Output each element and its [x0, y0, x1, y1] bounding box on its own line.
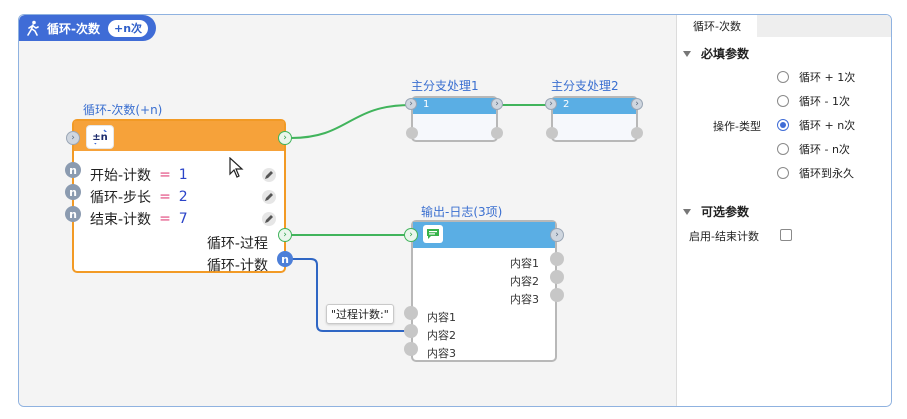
radio-plus-n[interactable]	[777, 119, 789, 131]
param-start-eq: =	[159, 167, 171, 183]
radio-forever-label: 循环到永久	[799, 167, 854, 180]
enable-end-count-label: 启用-结束计数	[689, 230, 759, 243]
branch2-bottom-right-port[interactable]	[631, 127, 643, 139]
log-node[interactable]: 内容1 内容2 内容3 内容1 内容2 内容3	[411, 220, 557, 362]
radio-option-plus-n[interactable]: 循环 + n次	[777, 117, 855, 133]
radio-option-minus-n[interactable]: 循环 - n次	[777, 141, 850, 157]
edit-end-pencil-icon[interactable]	[262, 212, 276, 226]
loop-count-out-port[interactable]: n	[277, 251, 293, 267]
param-end-value[interactable]: 7	[178, 211, 188, 227]
branch1-header: 1	[413, 98, 496, 114]
flow-canvas[interactable]: 循环-次数 +n次 循环-次数(+n) ±n 开始-计数 = 1 循环-步长 =	[19, 15, 676, 406]
editor-frame: 循环-次数 +n次 循环-次数(+n) ±n 开始-计数 = 1 循环-步长 =	[18, 14, 892, 407]
loop-exec-out-port[interactable]: ›	[278, 131, 292, 145]
radio-minus-1[interactable]	[777, 95, 789, 107]
log-right-label-3: 内容3	[510, 293, 539, 306]
log-left-port-3[interactable]	[404, 342, 418, 356]
flow-tab-badge[interactable]: +n次	[107, 19, 149, 37]
branch2-index: 2	[563, 99, 570, 110]
log-right-port-3[interactable]	[550, 288, 564, 302]
radio-minus-1-label: 循环 - 1次	[799, 95, 850, 108]
log-left-port-2[interactable]	[404, 324, 418, 338]
optional-section-title: 可选参数	[701, 205, 750, 219]
param-start-count: 开始-计数 = 1	[90, 165, 188, 185]
loop-count-icon: ±n	[86, 125, 114, 149]
radio-option-forever[interactable]: 循环到永久	[777, 165, 854, 181]
branch2-bottom-left-port[interactable]	[546, 127, 558, 139]
param-start-port[interactable]: n	[65, 162, 81, 178]
required-section-title: 必填参数	[701, 47, 750, 61]
log-exec-in-port[interactable]: ›	[404, 228, 418, 242]
edit-step-pencil-icon[interactable]	[262, 190, 276, 204]
radio-minus-n[interactable]	[777, 143, 789, 155]
log-left-label-2: 内容2	[427, 329, 456, 342]
output-process-label: 循环-过程	[206, 236, 268, 252]
log-node-header	[413, 222, 555, 248]
param-step-port[interactable]: n	[65, 184, 81, 200]
branch1-title: 主分支处理1	[411, 79, 479, 93]
properties-panel: 循环-次数 必填参数 循环 + 1次 循环 - 1次 操作-类型 循环 + n次…	[676, 15, 891, 406]
branch2-title: 主分支处理2	[551, 79, 619, 93]
param-start-value[interactable]: 1	[178, 167, 188, 183]
branch1-out-port[interactable]: ›	[491, 98, 503, 110]
loop-process-out-port[interactable]: ›	[278, 228, 292, 242]
param-end-eq: =	[159, 211, 171, 227]
required-section-header[interactable]: 必填参数	[683, 45, 749, 62]
flow-tab-title: 循环-次数	[47, 21, 100, 36]
param-end-count: 结束-计数 = 7	[90, 209, 188, 229]
connection-wires	[290, 104, 551, 332]
radio-forever[interactable]	[777, 167, 789, 179]
log-left-label-3: 内容3	[427, 347, 456, 360]
walker-icon	[27, 20, 39, 36]
panel-tab-loop-count[interactable]: 循环-次数	[677, 15, 757, 39]
log-left-port-1[interactable]	[404, 306, 418, 320]
mouse-cursor-icon	[229, 157, 244, 178]
enable-end-count-checkbox[interactable]	[780, 229, 792, 241]
message-icon	[423, 225, 443, 243]
wire-loop-to-branch1	[290, 104, 412, 139]
collapse-triangle-icon	[683, 50, 691, 57]
loop-exec-in-port[interactable]: ›	[66, 131, 80, 145]
param-end-port[interactable]: n	[65, 206, 81, 222]
log-right-label-1: 内容1	[510, 257, 539, 270]
log-right-port-2[interactable]	[550, 270, 564, 284]
flow-tab[interactable]: 循环-次数 +n次	[19, 15, 157, 41]
branch2-out-port[interactable]: ›	[631, 98, 643, 110]
branch1-in-port[interactable]: ›	[405, 98, 417, 110]
param-step-label: 循环-步长	[90, 190, 152, 206]
edit-start-pencil-icon[interactable]	[262, 168, 276, 182]
radio-option-plus-1[interactable]: 循环 + 1次	[777, 69, 855, 85]
radio-plus-n-label: 循环 + n次	[799, 119, 856, 132]
branch2-node[interactable]: 2	[551, 96, 638, 142]
branch1-bottom-right-port[interactable]	[491, 127, 503, 139]
radio-plus-1[interactable]	[777, 71, 789, 83]
log-right-port-1[interactable]	[550, 252, 564, 266]
param-step: 循环-步长 = 2	[90, 187, 188, 207]
branch1-index: 1	[423, 99, 430, 110]
output-count-label: 循环-计数	[206, 258, 268, 274]
loop-node-title: 循环-次数(+n)	[83, 103, 163, 117]
branch1-bottom-left-port[interactable]	[406, 127, 418, 139]
loop-icon-text: ±n	[91, 131, 109, 143]
branch1-node[interactable]: 1	[411, 96, 498, 142]
radio-minus-n-label: 循环 - n次	[799, 143, 850, 156]
param-step-eq: =	[159, 189, 171, 205]
log-left-label-1: 内容1	[427, 311, 456, 324]
param-end-label: 结束-计数	[90, 212, 152, 228]
param-start-label: 开始-计数	[90, 168, 152, 184]
param-step-value[interactable]: 2	[178, 189, 188, 205]
branch2-in-port[interactable]: ›	[545, 98, 557, 110]
operation-type-label: 操作-类型	[713, 120, 761, 133]
loop-node[interactable]: ±n 开始-计数 = 1 循环-步长 = 2 结束-计数 = 7	[72, 119, 286, 274]
log-right-label-2: 内容2	[510, 275, 539, 288]
wire-count-to-log	[291, 258, 411, 332]
radio-plus-1-label: 循环 + 1次	[799, 71, 856, 84]
log-exec-out-port[interactable]: ›	[550, 228, 564, 242]
branch2-header: 2	[553, 98, 636, 114]
process-count-string-literal[interactable]: "过程计数:"	[326, 304, 394, 324]
radio-option-minus-1[interactable]: 循环 - 1次	[777, 93, 850, 109]
log-node-title: 输出-日志(3项)	[421, 205, 503, 219]
optional-section-header[interactable]: 可选参数	[683, 203, 749, 220]
collapse-triangle-icon	[683, 208, 691, 215]
